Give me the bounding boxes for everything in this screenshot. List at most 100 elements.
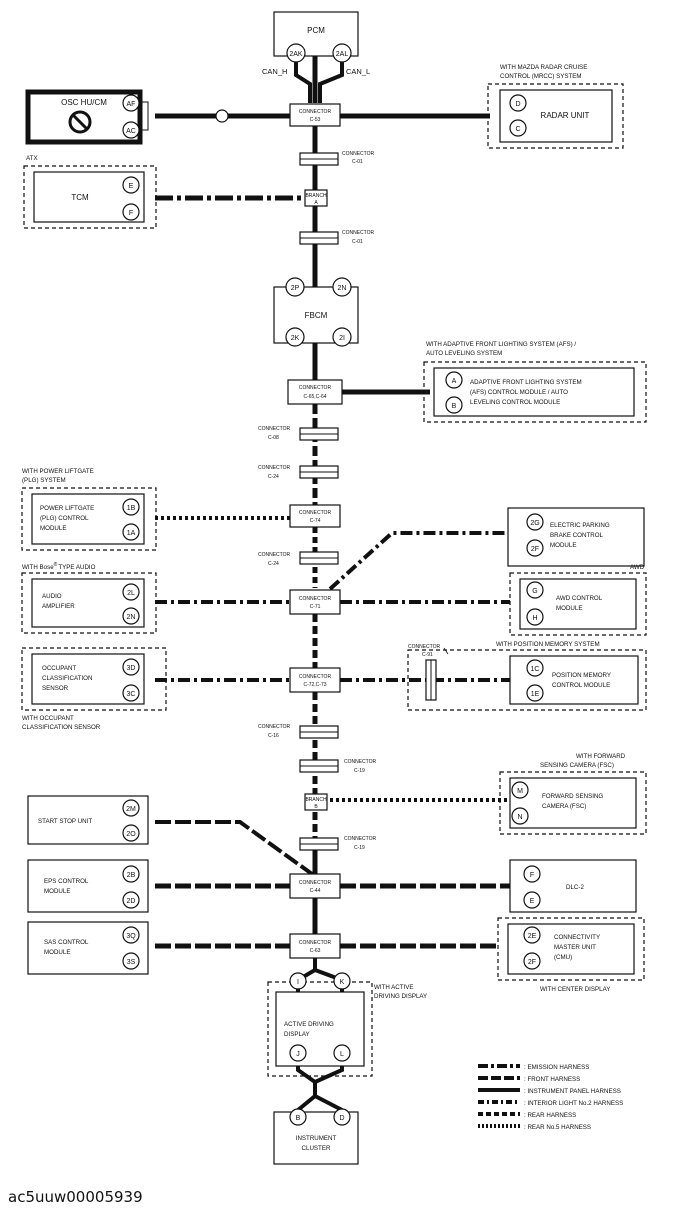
condition-text: WITH POSITION MEMORY SYSTEM <box>496 641 600 648</box>
fsc-pin-m <box>511 781 529 799</box>
add-pin-i <box>289 972 307 990</box>
figure-id: ac5uuw00005939 <box>8 1188 143 1206</box>
connector-word: CONNECTOR <box>299 674 332 680</box>
afs-label-line: LEVELING CONTROL MODULE <box>470 399 560 406</box>
legend-item: : INTERIOR LIGHT No.2 HARNESS <box>524 1100 623 1107</box>
legend-item: : FRONT HARNESS <box>524 1076 580 1083</box>
awd-label-line: MODULE <box>556 605 582 612</box>
wire-epb <box>328 531 508 591</box>
ocs-label-line: SENSOR <box>42 685 69 692</box>
condition-text: WITH ACTIVE <box>374 984 414 991</box>
osc-label: OSC HU/CM <box>61 98 107 107</box>
connector-id: C-19 <box>354 768 365 774</box>
can-l-label: CAN_L <box>346 67 370 76</box>
pin-label: A <box>452 378 457 385</box>
wire-add-to-cluster <box>296 1060 344 1112</box>
condition-text: WITH FORWARD <box>576 753 626 760</box>
pin-label: K <box>340 979 345 986</box>
connector-id: C-01 <box>352 239 363 245</box>
branch-id: B <box>314 804 318 810</box>
pin-label: 2L <box>127 590 135 597</box>
connector-id: C-01 <box>352 159 363 165</box>
dlc-pin-e <box>523 891 541 909</box>
awd-label-line: AWD CONTROL <box>556 595 603 602</box>
pcm-module: PCM 2AK 2AL CAN_H CAN_L <box>262 11 370 76</box>
epb-label-line: MODULE <box>550 542 576 549</box>
osc-pin-ac <box>122 121 140 139</box>
pin-label: 2N <box>338 285 347 292</box>
add-pin-l <box>333 1044 351 1062</box>
connector-id: C-65,C-64 <box>303 394 326 400</box>
sas-pin-3s <box>122 952 140 970</box>
connector-word: CONNECTOR <box>258 552 291 558</box>
cmu-module: CONNECTIVITY MASTER UNIT (CMU) 2E 2F WIT… <box>497 917 645 993</box>
connector-id: C-19 <box>354 845 365 851</box>
pin-label: G <box>532 588 537 595</box>
pcm-can-l-wire <box>318 60 344 103</box>
audio-label-line: AMPLIFIER <box>42 603 75 610</box>
connector-id: C-63 <box>310 948 321 954</box>
afs-pin-a <box>445 371 463 389</box>
twisted-pair-icon <box>215 109 229 123</box>
pin-label: AC <box>126 128 136 135</box>
ocs-label-line: OCCUPANT <box>42 665 76 672</box>
fsc-module: WITH FORWARD SENSING CAMERA (FSC) FORWAR… <box>499 753 647 835</box>
legend-item: : REAR HARNESS <box>524 1112 576 1119</box>
osc-module: OSC HU/CM AF AC <box>25 89 229 145</box>
plg-label-line: MODULE <box>40 525 66 532</box>
plg-pin-1b <box>122 498 140 516</box>
start-stop-pin-2m <box>122 799 140 817</box>
pin-label: B <box>296 1115 301 1122</box>
connector-word: CONNECTOR <box>258 465 291 471</box>
condition-text: DRIVING DISPLAY <box>374 993 427 1000</box>
legend-item: : REAR No.5 HARNESS <box>524 1124 591 1131</box>
fsc-label-line: CAMERA (FSC) <box>542 803 586 810</box>
pin-label: 2F <box>528 959 536 966</box>
epb-pin-2f <box>526 539 544 557</box>
connector-id: C-08 <box>268 435 279 441</box>
pin-label: 3D <box>127 665 136 672</box>
pin-label: E <box>129 183 134 190</box>
pin-label: L <box>340 1051 344 1058</box>
afs-pin-b <box>445 396 463 414</box>
connector-c74: CONNECTOR C-74 <box>289 504 341 528</box>
fbcm-label: FBCM <box>305 311 328 320</box>
wire-start-stop <box>155 820 314 876</box>
pin-label: AF <box>127 101 136 108</box>
connector-c19-upper: CONNECTOR C-19 <box>299 759 377 774</box>
connector-word: CONNECTOR <box>299 385 332 391</box>
sas-label-line: MODULE <box>44 949 70 956</box>
tcm-pin-e <box>122 176 140 194</box>
connector-c01-lower: CONNECTOR C-01 <box>299 230 375 245</box>
connector-word: CONNECTOR <box>299 596 332 602</box>
condition-text: ATX <box>26 155 38 162</box>
pmem-pin-1c <box>526 659 544 677</box>
fsc-label-line: FORWARD SENSING <box>542 793 603 800</box>
cluster-pin-b <box>289 1108 307 1126</box>
eps-label-line: MODULE <box>44 888 70 895</box>
pin-label: J <box>296 1051 300 1058</box>
connector-word: CONNECTOR <box>342 230 375 236</box>
radar-module: WITH MAZDA RADAR CRUISE CONTROL (MRCC) S… <box>487 64 624 149</box>
pin-label: E <box>530 898 535 905</box>
audio-pin-2n <box>122 607 140 625</box>
connector-word: CONNECTOR <box>408 644 441 650</box>
connector-id: C-24 <box>268 561 279 567</box>
condition-text: SENSING CAMERA (FSC) <box>540 762 614 769</box>
connector-word: CONNECTOR <box>344 759 377 765</box>
ocs-module: OCCUPANT CLASSIFICATION SENSOR 3D 3C WIT… <box>21 647 167 731</box>
connector-id: C-74 <box>310 518 321 524</box>
eps-label-line: EPS CONTROL <box>44 878 89 885</box>
plg-label-line: (PLG) CONTROL <box>40 515 89 522</box>
pin-label: D <box>339 1115 344 1122</box>
connector-word: CONNECTOR <box>299 880 332 886</box>
ocs-pin-3d <box>122 658 140 676</box>
connector-id: C-91 <box>422 652 433 658</box>
pin-label: 3C <box>127 691 136 698</box>
epb-label-line: BRAKE CONTROL <box>550 532 604 539</box>
connector-c63: CONNECTOR C-63 <box>289 933 341 959</box>
sas-module: SAS CONTROL MODULE 3Q 3S <box>27 921 149 975</box>
pin-label: I <box>297 979 299 986</box>
pmem-pin-1e <box>526 684 544 702</box>
condition-text: (PLG) SYSTEM <box>22 477 66 484</box>
